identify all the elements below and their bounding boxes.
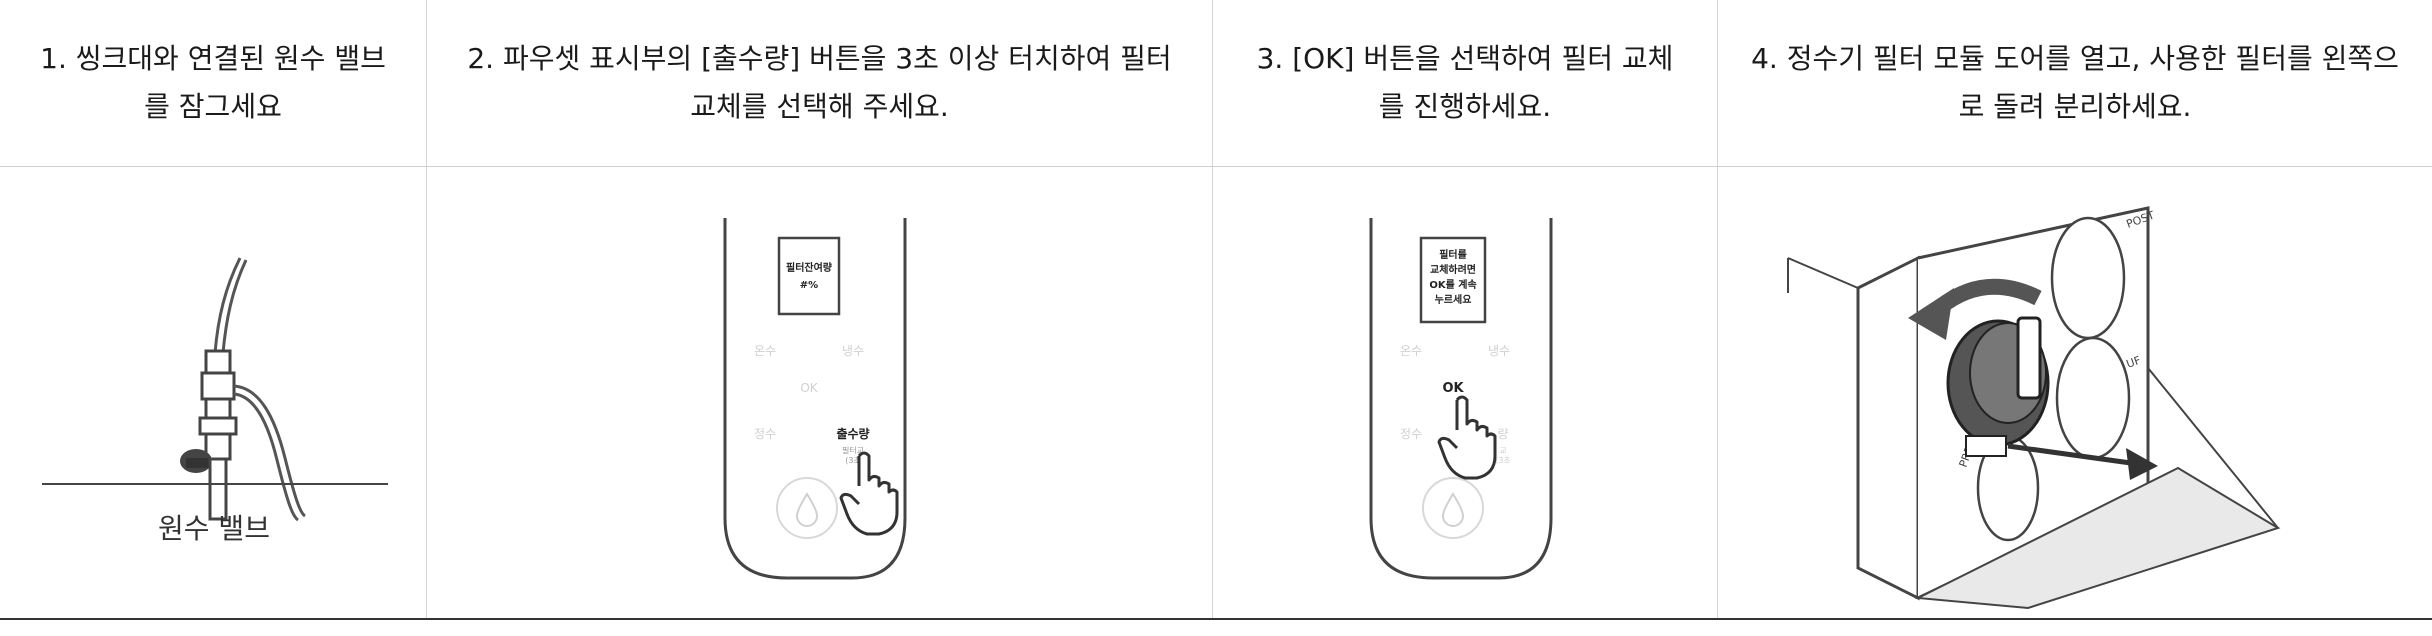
pointing-hand-icon xyxy=(839,451,899,536)
water-drop-button xyxy=(776,477,838,539)
water-drop-button xyxy=(1422,477,1484,539)
btn-amount-label: 량 xyxy=(1497,427,1508,441)
valve-ring xyxy=(198,416,238,436)
valve-nut-middle xyxy=(200,371,236,401)
btn-hot-label: 온수 xyxy=(1400,344,1422,358)
btn-pure-label: 정수 xyxy=(1400,427,1422,441)
faucet-body xyxy=(1369,218,1553,580)
display-line-2: 교체하려면 xyxy=(1430,263,1476,276)
valve-illustration: 원수 밸브 xyxy=(42,257,388,545)
step-2-header: 2. 파우셋 표시부의 [출수량] 버튼을 3초 이상 터치하여 필터 교체를 … xyxy=(427,0,1212,166)
filter-slot-post xyxy=(2050,216,2126,340)
filter-slot-uf xyxy=(2055,336,2131,460)
valve-caption: 원수 밸브 xyxy=(158,512,270,545)
step-3-header: 3. [OK] 버튼을 선택하여 필터 교체 를 진행하세요. xyxy=(1213,0,1717,166)
step-4-column: 4. 정수기 필터 모듈 도어를 열고, 사용한 필터를 왼쪽으 로 돌려 분리… xyxy=(1718,0,2432,620)
step-1-column: 1. 씽크대와 연결된 원수 밸브 를 잠그세요 xyxy=(0,0,427,620)
step-4-illustration: POST UF PRE xyxy=(1718,168,2432,620)
valve-nut-top xyxy=(204,349,232,375)
btn-cold-label: 냉수 xyxy=(842,344,864,358)
water-drop-icon xyxy=(795,492,819,527)
btn-amount-sub-1: 필터교 xyxy=(842,445,864,455)
faucet-ok-illustration: 필터를 교체하려면 OK를 계속 누르세요 온수 냉수 OK 정수 량 교 (3… xyxy=(1369,218,1553,580)
btn-amount-sub-1: 교 xyxy=(1499,446,1506,455)
pull-arrow-head xyxy=(2126,448,2158,480)
display-line-1: 필터를 xyxy=(1439,248,1467,261)
lower-pipe xyxy=(208,457,228,521)
faucet-body xyxy=(723,218,907,580)
water-pipe-upper xyxy=(213,257,242,354)
step-1-illustration: 원수 밸브 xyxy=(0,168,426,620)
door-edge-top xyxy=(1787,257,1859,289)
step-2-text: 2. 파우셋 표시부의 [출수량] 버튼을 3초 이상 터치하여 필터 교체를 … xyxy=(467,42,1172,123)
step-3-text: 3. [OK] 버튼을 선택하여 필터 교체 를 진행하세요. xyxy=(1256,42,1674,123)
step-2-illustration: 필터잔여량 #% 온수 냉수 OK 정수 출수량 필터교 (3초 xyxy=(427,168,1212,620)
btn-amount-label: 출수량 xyxy=(836,426,869,441)
rotate-arrow-head xyxy=(1908,288,1954,340)
water-pipe-upper-edge xyxy=(221,259,248,354)
btn-ok-label: OK xyxy=(800,381,818,395)
step-4-text: 4. 정수기 필터 모듈 도어를 열고, 사용한 필터를 왼쪽으 로 돌려 분리… xyxy=(1751,42,2399,123)
water-drop-icon xyxy=(1441,492,1465,527)
display-screen xyxy=(1419,236,1487,324)
side-hose xyxy=(233,384,306,518)
btn-ok-label: OK xyxy=(1442,381,1464,396)
display-screen xyxy=(777,236,841,316)
faucet-display-illustration: 필터잔여량 #% 온수 냉수 OK 정수 출수량 필터교 (3초 xyxy=(723,218,907,580)
step-3-column: 3. [OK] 버튼을 선택하여 필터 교체 를 진행하세요. 필터를 교체하려… xyxy=(1213,0,1718,620)
btn-cold-label: 냉수 xyxy=(1488,344,1510,358)
btn-amount-sub-2: (3초 xyxy=(1495,456,1511,465)
pull-arrow-body xyxy=(2007,443,2139,467)
module-door xyxy=(1856,255,1920,601)
label-uf: UF xyxy=(2125,354,2143,371)
step-4-header: 4. 정수기 필터 모듈 도어를 열고, 사용한 필터를 왼쪽으 로 돌려 분리… xyxy=(1718,0,2432,166)
step-1-header: 1. 씽크대와 연결된 원수 밸브 를 잠그세요 xyxy=(0,0,426,166)
filter-stem xyxy=(1965,435,2007,457)
step-2-column: 2. 파우셋 표시부의 [출수량] 버튼을 3초 이상 터치하여 필터 교체를 … xyxy=(427,0,1213,620)
side-hose-edge xyxy=(233,392,299,522)
valve-handle-stem xyxy=(186,458,216,468)
display-line-2: #% xyxy=(800,280,818,291)
filter-module-illustration: POST UF PRE xyxy=(1787,206,2281,610)
btn-hot-label: 온수 xyxy=(754,344,776,358)
filter-cap-grip xyxy=(2016,316,2042,400)
header-divider xyxy=(0,166,2432,167)
step-3-illustration: 필터를 교체하려면 OK를 계속 누르세요 온수 냉수 OK 정수 량 교 (3… xyxy=(1213,168,1717,620)
tray-edge xyxy=(2147,367,2279,529)
display-line-1: 필터잔여량 xyxy=(786,261,833,274)
table-bottom-rule xyxy=(0,618,2432,620)
display-line-4: 누르세요 xyxy=(1435,293,1472,306)
pointing-hand-icon xyxy=(1437,395,1497,480)
step-1-text: 1. 씽크대와 연결된 원수 밸브 를 잠그세요 xyxy=(40,42,386,123)
btn-pure-label: 정수 xyxy=(754,427,776,441)
btn-amount-sub-2: (3초 xyxy=(845,456,861,465)
display-line-3: OK를 계속 xyxy=(1429,278,1476,291)
